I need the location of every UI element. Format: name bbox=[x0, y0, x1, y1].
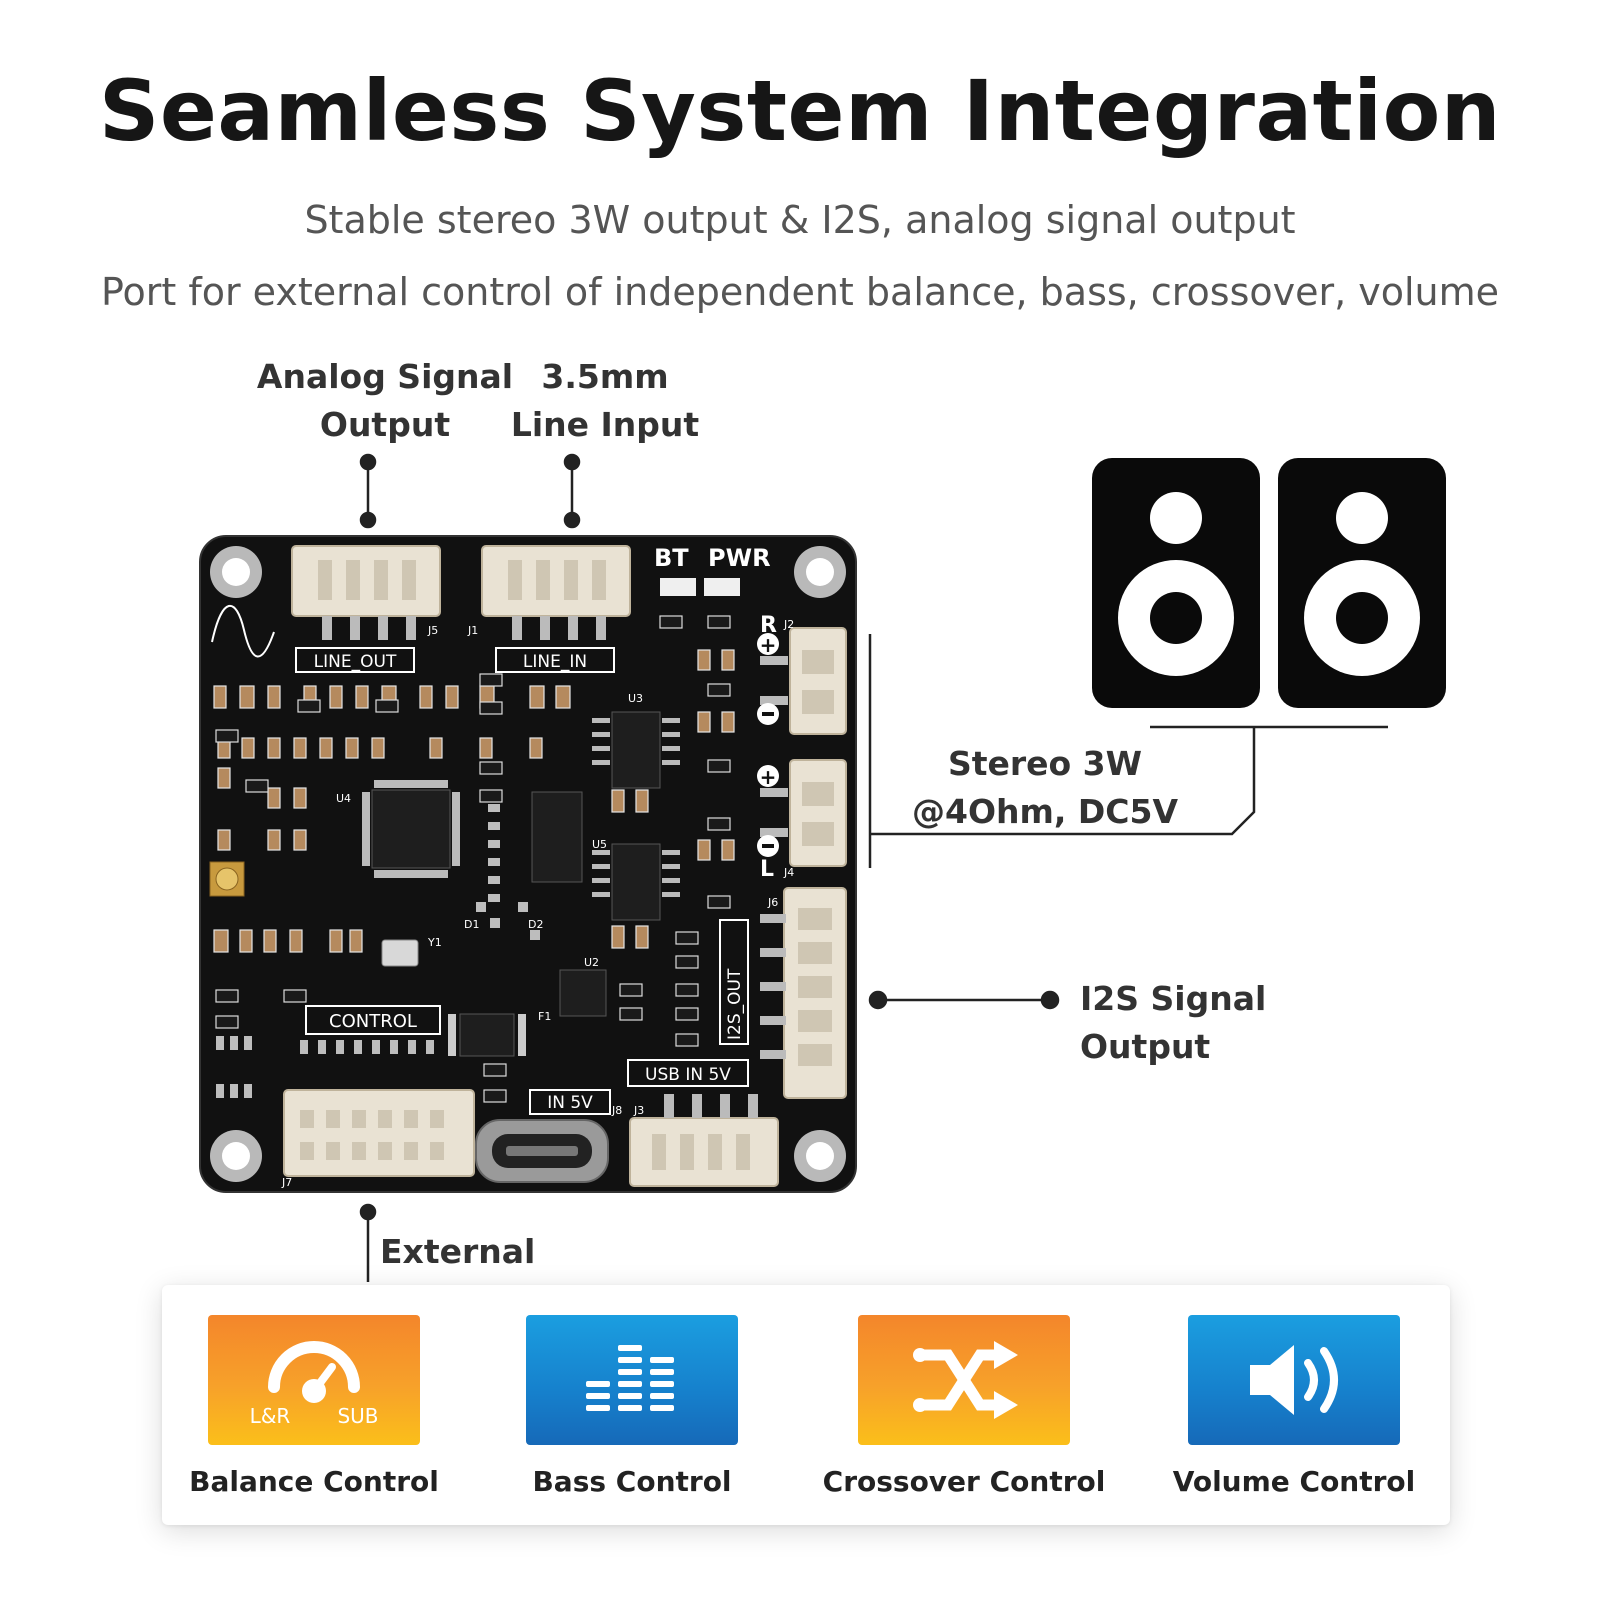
control-label: CONTROL bbox=[329, 1011, 417, 1032]
stereo-output-label-line2: @4Ohm, DC5V bbox=[911, 792, 1179, 831]
mounting-holes bbox=[210, 546, 846, 1182]
status-leds bbox=[660, 578, 740, 596]
pcb-board: + + BT PWR LINE_OUT LINE_IN CONTROL USB … bbox=[199, 535, 857, 1193]
svg-text:+: + bbox=[760, 765, 777, 789]
line-input-label-line2: Line Input bbox=[510, 405, 700, 444]
u3-label: U3 bbox=[628, 692, 643, 705]
analog-output-label-line2: Output bbox=[319, 405, 451, 444]
bt-label: BT bbox=[654, 544, 689, 572]
left-channel-label: L bbox=[760, 857, 774, 882]
i2s-output-label: I2S Signal Output bbox=[1080, 979, 1267, 1066]
line-in-label: LINE_IN bbox=[523, 652, 587, 672]
balance-left-label: L&R bbox=[250, 1404, 291, 1428]
subtitle-output: Stable stereo 3W output & I2S, analog si… bbox=[304, 198, 1296, 242]
passive-components bbox=[213, 649, 735, 953]
i2s-out-label: I2S_OUT bbox=[725, 968, 745, 1040]
j5-label: J5 bbox=[427, 624, 438, 637]
j7-label: J7 bbox=[281, 1176, 292, 1189]
bass-control-tile bbox=[526, 1315, 738, 1445]
balance-right-label: SUB bbox=[337, 1404, 378, 1428]
antenna-connector bbox=[209, 861, 245, 897]
line-out-label: LINE_OUT bbox=[314, 652, 397, 672]
in-5v-label: IN 5V bbox=[547, 1093, 593, 1113]
balance-control-label: Balance Control bbox=[189, 1465, 439, 1498]
stereo-output-label-line1: Stereo 3W bbox=[947, 744, 1143, 783]
y1-label: Y1 bbox=[427, 936, 442, 949]
j1-label: J1 bbox=[467, 624, 478, 637]
j4-label: J4 bbox=[783, 866, 794, 879]
volume-control-tile bbox=[1188, 1315, 1400, 1445]
f1-label: F1 bbox=[538, 1010, 551, 1023]
u4-label: U4 bbox=[336, 792, 351, 805]
analog-output-label-line1: Analog Signal bbox=[256, 357, 514, 396]
equalizer-bars-icon bbox=[586, 1345, 674, 1411]
shuffle-arrows-icon bbox=[913, 1341, 1018, 1419]
speaker-volume-icon bbox=[1250, 1345, 1338, 1415]
u2-label: U2 bbox=[584, 956, 599, 969]
usb-in-label: USB IN 5V bbox=[645, 1065, 731, 1085]
speaker-pair-icon bbox=[1092, 458, 1446, 708]
volume-control-label: Volume Control bbox=[1172, 1465, 1416, 1498]
page-title: Seamless System Integration bbox=[98, 62, 1502, 160]
d2-label: D2 bbox=[528, 918, 543, 931]
stereo-output-label: Stereo 3W @4Ohm, DC5V bbox=[910, 740, 1180, 836]
crossover-control-label: Crossover Control bbox=[822, 1465, 1106, 1498]
line-input-label-line1: 3.5mm bbox=[541, 357, 669, 396]
line-input-label: 3.5mm Line Input bbox=[470, 353, 740, 449]
balance-gauge-icon: L&R SUB bbox=[250, 1341, 379, 1428]
right-channel-label: R bbox=[760, 613, 777, 638]
bass-control-label: Bass Control bbox=[532, 1465, 732, 1498]
u5-label: U5 bbox=[592, 838, 607, 851]
j6-label: J6 bbox=[767, 896, 778, 909]
ic-chips bbox=[371, 711, 661, 1057]
j2-label: J2 bbox=[783, 618, 794, 631]
usb-c-port bbox=[475, 1119, 609, 1183]
leader-lines bbox=[359, 453, 1388, 1282]
balance-control-tile: L&R SUB bbox=[208, 1315, 420, 1445]
analog-output-label: Analog Signal Output bbox=[240, 353, 530, 449]
sine-wave-icon bbox=[211, 605, 275, 658]
svg-text:+: + bbox=[760, 633, 777, 657]
d1-label: D1 bbox=[464, 918, 479, 931]
crossover-control-tile bbox=[858, 1315, 1070, 1445]
external-controls-panel: L&R SUB Balance Control Bass Control bbox=[162, 1285, 1450, 1525]
pwr-label: PWR bbox=[708, 544, 771, 572]
j3-label: J3 bbox=[633, 1104, 644, 1117]
j8-label: J8 bbox=[611, 1104, 622, 1117]
subtitle-control: Port for external control of independent… bbox=[100, 270, 1500, 314]
